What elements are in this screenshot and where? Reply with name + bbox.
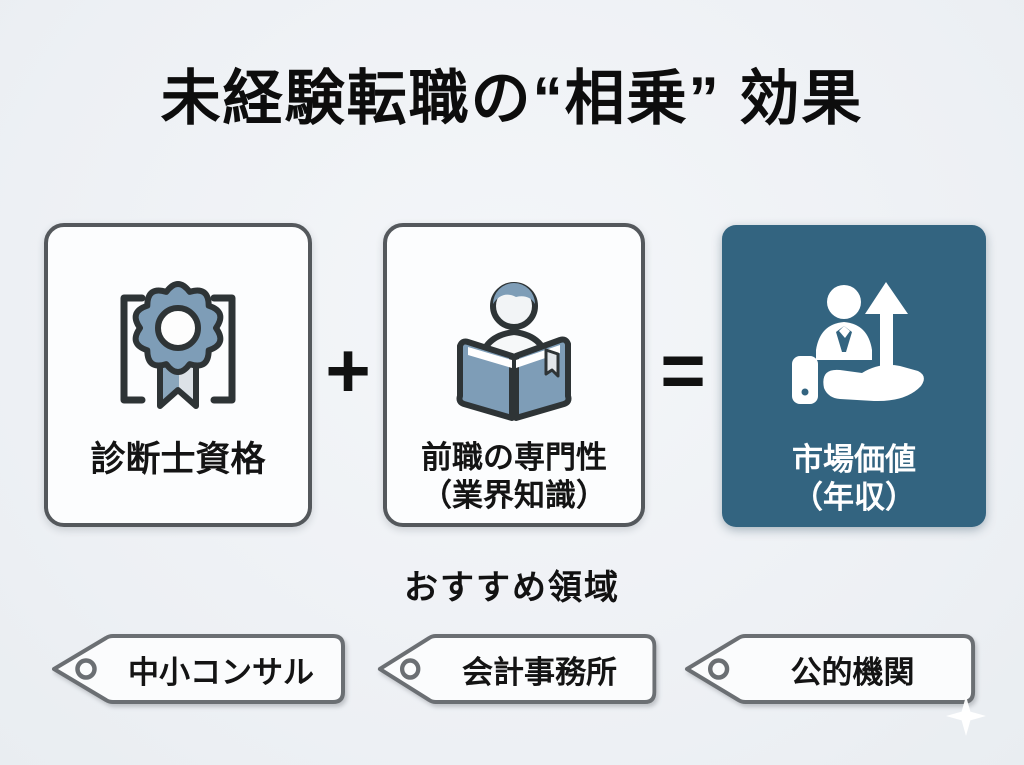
card-expertise: 前職の専門性 （業界知識） — [383, 223, 645, 527]
hand-holding-person-growth-icon — [774, 255, 934, 441]
plus-operator: + — [325, 326, 371, 414]
recommended-heading: おすすめ領域 — [404, 569, 620, 607]
person-reading-book-icon — [434, 253, 594, 439]
tag-public-institution: 公的機関 — [683, 629, 980, 711]
card-market-value-label-line2: （年収） — [792, 479, 916, 515]
card-market-value-label: 市場価値 （年収） — [792, 441, 916, 517]
card-market-value-label-line1: 市場価値 — [792, 442, 916, 477]
tag-accounting-office-label: 会計事務所 — [462, 654, 617, 690]
card-qualification-label: 診断士資格 — [90, 440, 266, 479]
tag-sme-consulting-label: 中小コンサル — [128, 654, 314, 690]
certificate-badge-icon — [98, 253, 258, 439]
card-market-value: 市場価値 （年収） — [722, 225, 986, 527]
tag-sme-consulting: 中小コンサル — [50, 629, 350, 711]
tag-public-institution-label: 公的機関 — [790, 654, 915, 690]
tag-accounting-office: 会計事務所 — [376, 629, 661, 711]
tag-shape-icon — [52, 634, 345, 704]
card-expertise-label-line1: 前職の専門性 — [421, 440, 607, 475]
card-qualification: 診断士資格 — [44, 223, 312, 527]
equals-operator: = — [660, 326, 706, 414]
card-expertise-label-line2: （業界知識） — [421, 477, 607, 513]
tag-shape-icon — [377, 634, 657, 704]
card-expertise-label: 前職の専門性 （業界知識） — [421, 439, 607, 515]
tag-shape-icon — [684, 634, 976, 704]
page-title: 未経験転職の“相乗” 効果 — [160, 65, 864, 132]
